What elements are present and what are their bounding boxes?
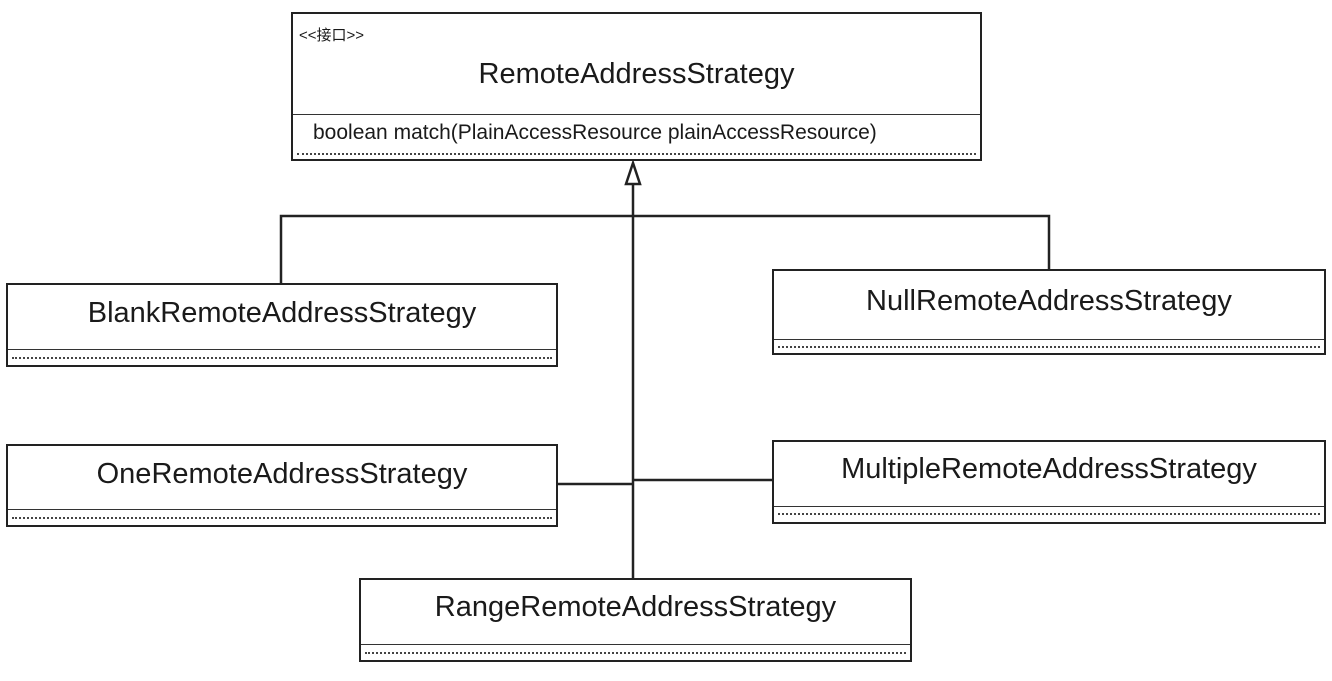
class-blank-remote-address-strategy: BlankRemoteAddressStrategy [6, 283, 558, 367]
interface-name: RemoteAddressStrategy [478, 58, 795, 90]
dashed-separator [12, 357, 552, 359]
compartment-divider [361, 644, 910, 645]
compartment-divider [8, 349, 556, 350]
class-name: OneRemoteAddressStrategy [96, 458, 468, 490]
compartment-divider [774, 339, 1324, 340]
class-range-remote-address-strategy: RangeRemoteAddressStrategy [359, 578, 912, 662]
class-name: MultipleRemoteAddressStrategy [841, 453, 1257, 485]
dashed-separator [778, 346, 1320, 348]
compartment-divider [293, 114, 980, 115]
class-one-remote-address-strategy: OneRemoteAddressStrategy [6, 444, 558, 527]
dashed-separator [12, 517, 552, 519]
dashed-separator [778, 513, 1320, 515]
inheritance-arrowhead [624, 159, 642, 186]
class-name: BlankRemoteAddressStrategy [87, 297, 477, 329]
method-signature: boolean match(PlainAccessResource plainA… [313, 121, 877, 144]
class-name: NullRemoteAddressStrategy [866, 285, 1232, 317]
dashed-separator [365, 652, 906, 654]
compartment-divider [774, 506, 1324, 507]
interface-remote-address-strategy: <<接口>> RemoteAddressStrategy boolean mat… [291, 12, 982, 161]
class-multiple-remote-address-strategy: MultipleRemoteAddressStrategy [772, 440, 1326, 524]
dashed-separator [297, 153, 976, 155]
branch-blank-null [279, 214, 1051, 283]
class-name: RangeRemoteAddressStrategy [434, 591, 837, 623]
compartment-divider [8, 509, 556, 510]
stereotype-label: <<接口>> [299, 27, 365, 44]
class-null-remote-address-strategy: NullRemoteAddressStrategy [772, 269, 1326, 355]
